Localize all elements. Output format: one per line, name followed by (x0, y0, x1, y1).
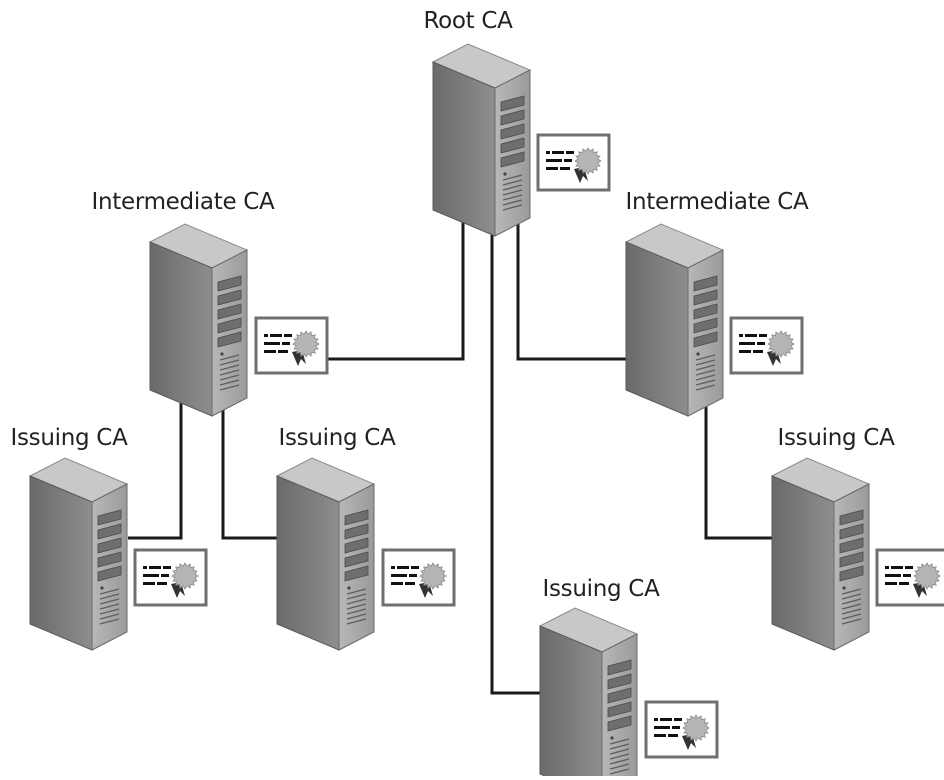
node-label-issuing-1: Issuing CA (10, 425, 128, 451)
connector-int-right-to-iss-4 (704, 378, 773, 540)
node-label-issuing-2: Issuing CA (278, 425, 396, 451)
server-tower-icon (431, 43, 532, 237)
connector-int-left-to-iss-2 (221, 385, 278, 540)
certificate-icon (729, 316, 804, 375)
connector-lines (128, 198, 773, 695)
server-tower-icon (28, 457, 129, 651)
node-label-issuing-3: Issuing CA (542, 576, 660, 602)
server-tower-icon (538, 607, 639, 780)
certificate-icon (875, 548, 944, 607)
certificates (133, 133, 944, 759)
node-label-intermediate-left: Intermediate CA (91, 189, 275, 215)
certificate-icon (644, 700, 719, 759)
servers (28, 43, 871, 780)
certificate-icon (381, 548, 456, 607)
node-label-intermediate-right: Intermediate CA (625, 189, 809, 215)
connector-root-to-int-left (328, 198, 465, 361)
connector-root-to-int-right (516, 198, 627, 361)
connector-root-to-iss-3 (490, 210, 541, 695)
certificate-icon (133, 548, 208, 607)
server-tower-icon (148, 223, 249, 417)
server-tower-icon (770, 457, 871, 651)
node-label-root: Root CA (423, 8, 513, 34)
node-label-issuing-4: Issuing CA (777, 425, 895, 451)
server-tower-icon (275, 457, 376, 651)
server-tower-icon (624, 223, 725, 417)
certificate-icon (536, 133, 611, 192)
connector-int-left-to-iss-1 (128, 378, 183, 540)
certificate-icon (254, 316, 329, 375)
